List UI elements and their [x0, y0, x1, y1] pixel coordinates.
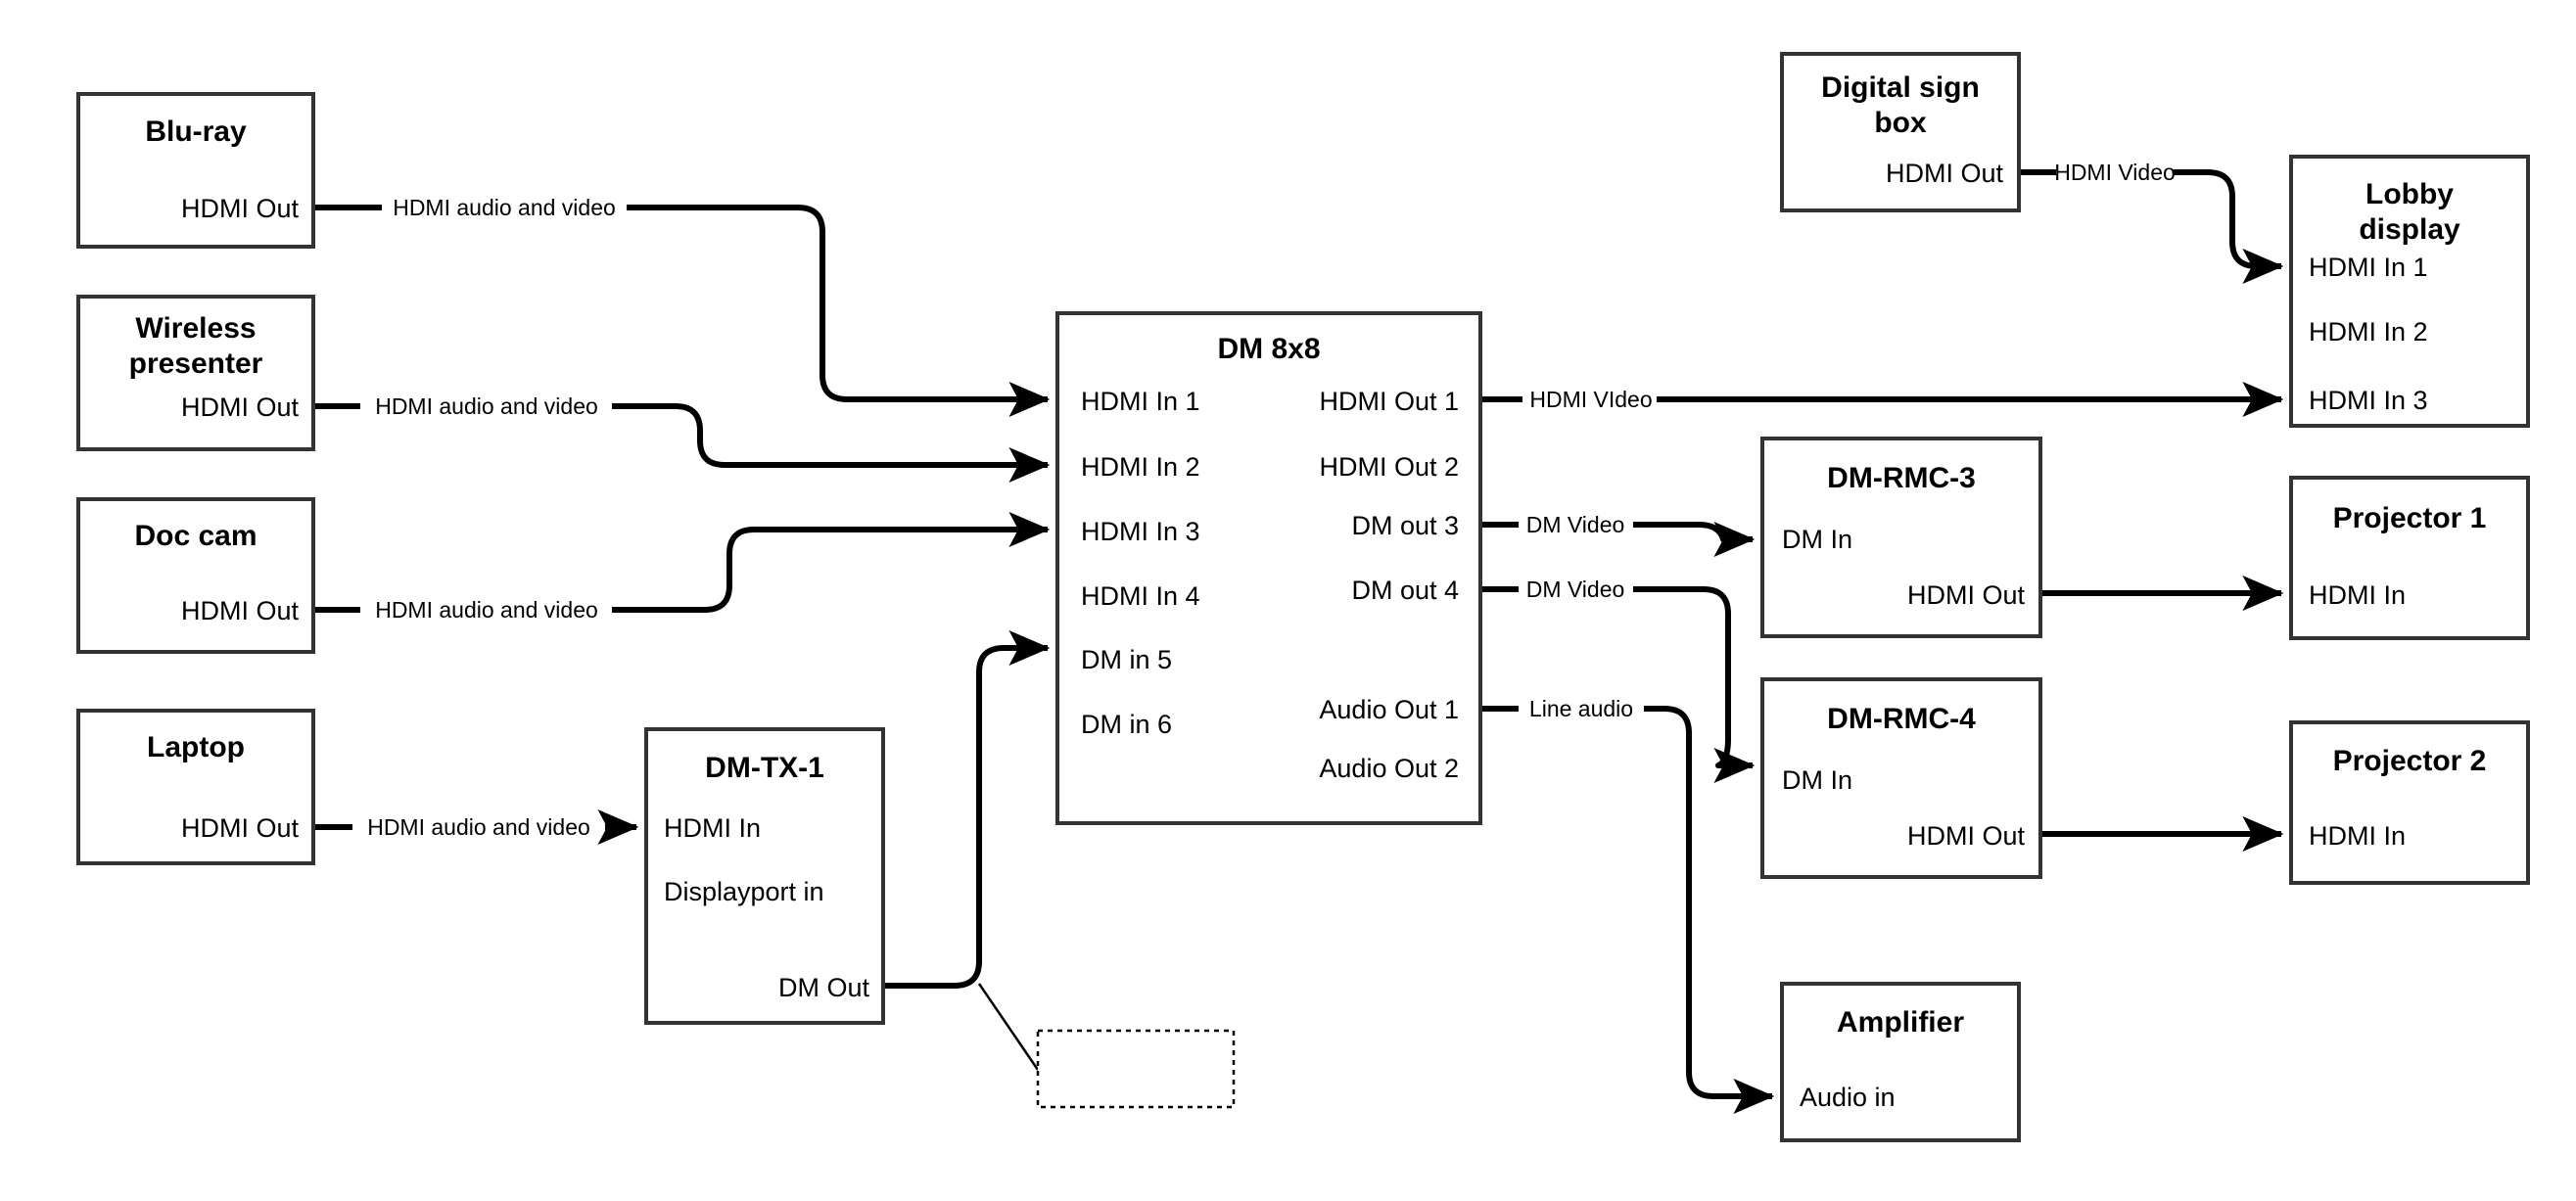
node-projector1-port-hdmi-in: HDMI In [2309, 580, 2406, 610]
edge-label-laptop: HDMI audio and video [367, 814, 590, 840]
node-amplifier-title: Amplifier [1837, 1006, 1964, 1039]
node-dm8x8-input-hdmi-in-2: HDMI In 2 [1081, 452, 1200, 482]
node-dm8x8-input-dm-in-6: DM in 6 [1081, 710, 1172, 739]
annotation-dm-audio-and-video [1036, 1029, 1236, 1109]
node-wireless-title-line1: Wireless [135, 312, 256, 345]
node-amplifier-port-audio-in: Audio in [1800, 1083, 1896, 1112]
node-rmc3-port-hdmi-out: HDMI Out [1907, 580, 2026, 610]
node-dmtx1-port-hdmi-in: HDMI In [664, 813, 761, 843]
node-signbox-title-line2: box [1874, 107, 1927, 139]
node-rmc4-title: DM-RMC-4 [1827, 703, 1976, 735]
node-rmc3-title: DM-RMC-3 [1827, 462, 1976, 494]
wire-dm8x8-dmout3-to-rmc3: DM Video [1480, 512, 1756, 557]
node-lobby-port-hdmi-in-1: HDMI In 1 [2309, 253, 2428, 282]
node-dm8x8-output-dm-out-3: DM out 3 [1351, 511, 1459, 540]
node-doccam-port-hdmi-out: HDMI Out [181, 596, 300, 625]
node-dm8x8-output-dm-out-4: DM out 4 [1351, 576, 1459, 605]
node-wireless-title-line2: presenter [129, 347, 263, 380]
wire-doccam-to-dm8x8: HDMI audio and video [313, 512, 1051, 623]
node-bluray[interactable]: Blu-ray HDMI Out [76, 92, 315, 249]
node-projector1-title: Projector 1 [2333, 502, 2487, 534]
wire-dm8x8-audioout1-to-amplifier: Line audio [1480, 696, 1775, 1114]
node-projector-1[interactable]: Projector 1 HDMI In [2289, 476, 2530, 640]
node-dm8x8-title: DM 8x8 [1217, 333, 1320, 365]
node-laptop-title: Laptop [147, 731, 245, 763]
wire-laptop-to-dmtx1: HDMI audio and video [313, 809, 639, 845]
node-laptop-port-hdmi-out: HDMI Out [181, 813, 300, 843]
node-lobby-display[interactable]: Lobby display HDMI In 1 HDMI In 2 HDMI I… [2289, 155, 2530, 428]
edge-label-hdmi-video-sign: HDMI Video [2054, 160, 2176, 185]
node-dmtx1-title: DM-TX-1 [705, 752, 824, 784]
node-doc-cam[interactable]: Doc cam HDMI Out [76, 497, 315, 654]
node-doccam-title: Doc cam [134, 520, 257, 552]
wire-bluray-to-dm8x8: HDMI audio and video [313, 195, 1051, 417]
node-rmc4-port-dm-in: DM In [1782, 765, 1852, 795]
node-lobby-port-hdmi-in-2: HDMI In 2 [2309, 317, 2428, 346]
node-digital-sign-box[interactable]: Digital sign box HDMI Out [1780, 52, 2021, 212]
node-dm-rmc-4[interactable]: DM-RMC-4 DM In HDMI Out [1760, 677, 2042, 879]
node-dm8x8-output-hdmi-out-1: HDMI Out 1 [1319, 387, 1459, 416]
node-signbox-title-line1: Digital sign [1821, 71, 1980, 104]
node-lobby-port-hdmi-in-3: HDMI In 3 [2309, 386, 2428, 415]
node-projector2-title: Projector 2 [2333, 745, 2487, 777]
node-dmtx1-port-dm-out: DM Out [778, 973, 870, 1002]
edge-label-dm-video-out3: DM Video [1526, 512, 1625, 537]
node-wireless-presenter[interactable]: Wireless presenter HDMI Out [76, 295, 315, 451]
node-dm-8x8[interactable]: DM 8x8 HDMI In 1 HDMI In 2 HDMI In 3 HDM… [1055, 311, 1482, 825]
node-projector-2[interactable]: Projector 2 HDMI In [2289, 720, 2530, 885]
node-dmtx1-port-displayport-in: Displayport in [664, 877, 824, 906]
node-rmc4-port-hdmi-out: HDMI Out [1907, 821, 2026, 851]
node-bluray-port-hdmi-out: HDMI Out [181, 194, 300, 223]
edge-label-wireless: HDMI audio and video [375, 393, 598, 419]
node-rmc3-port-dm-in: DM In [1782, 525, 1852, 554]
node-dm-tx-1[interactable]: DM-TX-1 HDMI In Displayport in DM Out [644, 727, 885, 1025]
node-dm8x8-input-hdmi-in-1: HDMI In 1 [1081, 387, 1200, 416]
node-dm8x8-output-audio-out-1: Audio Out 1 [1319, 695, 1459, 724]
node-dm8x8-input-hdmi-in-3: HDMI In 3 [1081, 517, 1200, 546]
node-dm-rmc-3[interactable]: DM-RMC-3 DM In HDMI Out [1760, 437, 2042, 638]
wire-wireless-to-dm8x8: HDMI audio and video [313, 393, 1051, 483]
node-dm8x8-input-dm-in-5: DM in 5 [1081, 645, 1172, 674]
node-lobby-title-line1: Lobby [2365, 178, 2454, 210]
edge-label-hdmi-video-out1: HDMI VIdeo [1529, 387, 1652, 412]
wire-dm8x8-hdmiout1-to-lobby: HDMI VIdeo [1480, 382, 2284, 417]
node-lobby-title-line2: display [2359, 213, 2460, 246]
wire-dm8x8-dmout4-to-rmc4: DM Video [1480, 577, 1756, 783]
node-amplifier[interactable]: Amplifier Audio in [1780, 982, 2021, 1142]
node-dm8x8-output-audio-out-2: Audio Out 2 [1319, 754, 1459, 783]
node-wireless-port-hdmi-out: HDMI Out [181, 393, 300, 422]
node-projector2-port-hdmi-in: HDMI In [2309, 821, 2406, 851]
wire-signbox-to-lobby: HDMI Video [2019, 160, 2284, 284]
edge-label-line-audio: Line audio [1529, 696, 1633, 721]
node-bluray-title: Blu-ray [145, 115, 247, 148]
edge-label-dm-video-out4: DM Video [1526, 577, 1625, 602]
edge-label-bluray: HDMI audio and video [393, 195, 616, 220]
edge-label-doccam: HDMI audio and video [375, 597, 598, 623]
node-dm8x8-output-hdmi-out-2: HDMI Out 2 [1319, 452, 1459, 482]
node-laptop[interactable]: Laptop HDMI Out [76, 709, 315, 865]
node-dm8x8-input-hdmi-in-4: HDMI In 4 [1081, 581, 1200, 611]
node-signbox-port-hdmi-out: HDMI Out [1886, 159, 2004, 188]
